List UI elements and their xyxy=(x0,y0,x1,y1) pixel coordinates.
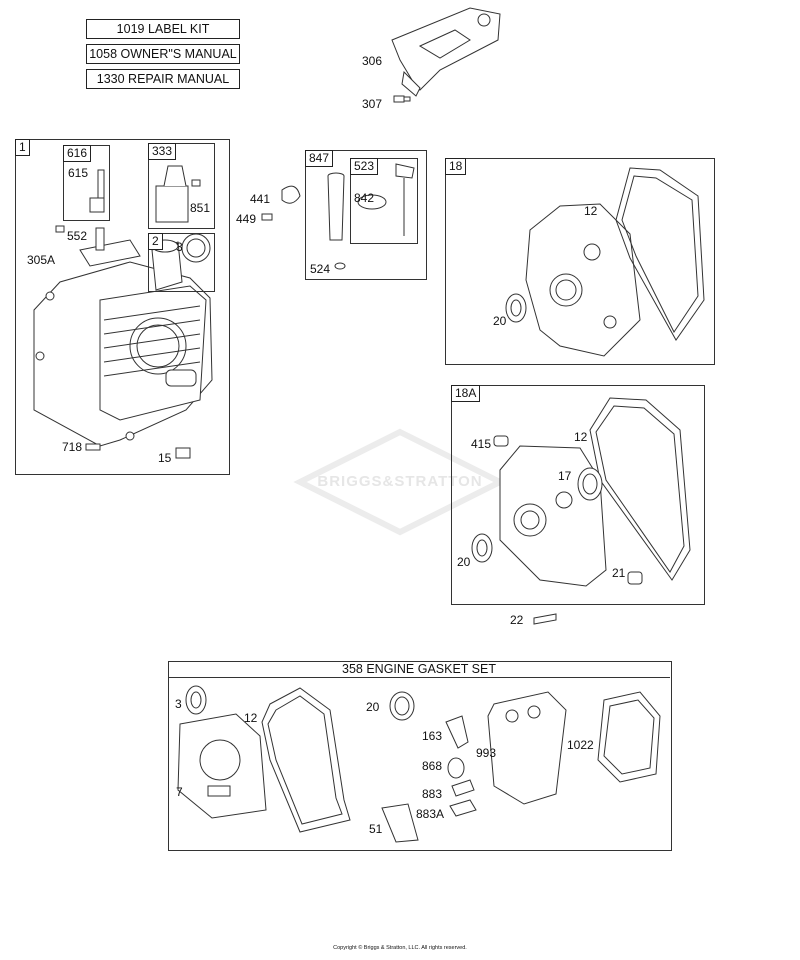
crankcase-cover-group xyxy=(445,158,715,365)
governor-part xyxy=(155,165,201,223)
oil-seal-alt-part xyxy=(471,533,493,563)
dipstick-group xyxy=(350,158,418,244)
callout-gasket-1022[interactable]: 1022 xyxy=(567,738,594,752)
group-tag-333[interactable]: 333 xyxy=(148,143,177,160)
crankcase-cover-part xyxy=(525,203,641,357)
watermark-text: BRIGGS&STRATTON xyxy=(317,473,483,490)
group-tag-523[interactable]: 523 xyxy=(350,158,379,175)
group-tag-18[interactable]: 18 xyxy=(445,158,467,175)
callout-20-sump[interactable]: 20 xyxy=(493,314,507,328)
callout-22[interactable]: 22 xyxy=(510,613,524,627)
group-tag-2[interactable]: 2 xyxy=(148,233,163,250)
repair-manual-box[interactable]: 1330 REPAIR MANUAL xyxy=(86,69,240,89)
owners-manual-box[interactable]: 1058 OWNER"S MANUAL xyxy=(86,44,240,64)
callout-552[interactable]: 552 xyxy=(67,229,88,243)
callout-gasket-7[interactable]: 7 xyxy=(176,785,183,799)
cylinder-sleeve-group xyxy=(148,233,215,292)
group-tag-616[interactable]: 616 xyxy=(63,145,92,162)
callout-12-sump[interactable]: 12 xyxy=(584,204,598,218)
callout-851[interactable]: 851 xyxy=(190,201,211,215)
callout-3[interactable]: 3 xyxy=(176,240,183,254)
callout-305A[interactable]: 305A xyxy=(27,253,56,267)
callout-20-sumpa[interactable]: 20 xyxy=(457,555,471,569)
dipstick-tube-part xyxy=(327,172,346,270)
cylinder-block-part xyxy=(33,239,213,447)
callout-gasket-12[interactable]: 12 xyxy=(244,711,258,725)
copyright-notice: Copyright © Briggs & Stratton, LLC. All … xyxy=(333,945,467,951)
gasket-part xyxy=(615,167,705,341)
screw-part xyxy=(393,95,411,103)
watermark-logo xyxy=(293,428,507,536)
label-kit-box[interactable]: 1019 LABEL KIT xyxy=(86,19,240,39)
gasket-set-title[interactable]: 358 ENGINE GASKET SET xyxy=(168,661,670,678)
cylinder-block-group xyxy=(15,139,230,475)
blower-housing-part xyxy=(391,7,501,97)
callout-gasket-163[interactable]: 163 xyxy=(422,729,443,743)
callout-842[interactable]: 842 xyxy=(354,191,375,205)
callout-718[interactable]: 718 xyxy=(62,440,83,454)
callout-gasket-883A[interactable]: 883A xyxy=(416,807,445,821)
group-tag-1[interactable]: 1 xyxy=(15,139,30,156)
callout-gasket-868[interactable]: 868 xyxy=(422,759,443,773)
callout-307[interactable]: 307 xyxy=(362,97,383,111)
group-tag-18A[interactable]: 18A xyxy=(451,385,481,402)
callout-gasket-883[interactable]: 883 xyxy=(422,787,443,801)
callout-12-sumpa[interactable]: 12 xyxy=(574,430,588,444)
plug-part xyxy=(493,435,643,625)
engine-gasket-set-group xyxy=(168,661,672,851)
dipstick-tube-group xyxy=(305,150,427,280)
callout-17[interactable]: 17 xyxy=(558,469,572,483)
callout-449[interactable]: 449 xyxy=(236,212,257,226)
callout-21[interactable]: 21 xyxy=(612,566,626,580)
bearing-part xyxy=(577,467,603,501)
callout-15[interactable]: 15 xyxy=(158,451,172,465)
callout-gasket-993[interactable]: 993 xyxy=(476,746,497,760)
callout-524[interactable]: 524 xyxy=(310,262,331,276)
gasket-alt-part xyxy=(589,397,691,581)
governor-group xyxy=(148,143,215,229)
pin-part xyxy=(55,225,191,459)
callout-gasket-3[interactable]: 3 xyxy=(175,697,182,711)
callout-441[interactable]: 441 xyxy=(250,192,271,206)
callout-615[interactable]: 615 xyxy=(68,166,89,180)
callout-gasket-51[interactable]: 51 xyxy=(369,822,383,836)
group-tag-847[interactable]: 847 xyxy=(305,150,334,167)
clamp-part xyxy=(261,185,301,221)
dipstick-part xyxy=(357,163,415,236)
cylinder-sleeve-part xyxy=(151,233,211,291)
callout-306[interactable]: 306 xyxy=(362,54,383,68)
gasket-set-artwork xyxy=(177,685,661,843)
oil-seal-part xyxy=(505,293,527,323)
callout-415[interactable]: 415 xyxy=(471,437,492,451)
breather-part xyxy=(89,169,105,251)
crankcase-cover-alt-group xyxy=(451,385,705,605)
callout-gasket-20[interactable]: 20 xyxy=(366,700,380,714)
